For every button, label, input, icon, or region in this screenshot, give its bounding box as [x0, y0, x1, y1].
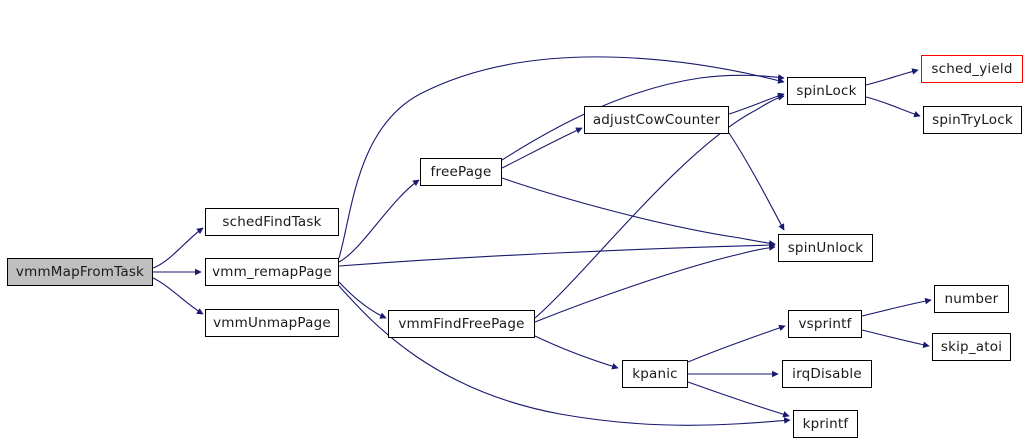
- edge-kpanic-to-kprintf: [687, 381, 790, 418]
- node-label-skip_atoi: skip_atoi: [940, 339, 1003, 355]
- node-vsprintf[interactable]: vsprintf: [788, 310, 862, 338]
- edge-vmmMapFromTask-to-vmmUnmapPage: [152, 277, 204, 315]
- edge-vmm_remapPage-to-spinUnlock: [338, 241, 776, 267]
- node-label-vsprintf: vsprintf: [798, 316, 852, 332]
- edge-kpanic-to-vsprintf: [687, 324, 786, 363]
- edge-freePage-to-adjustCowCounter: [501, 127, 583, 169]
- node-vmmFindFreePage[interactable]: vmmFindFreePage: [388, 310, 535, 338]
- node-adjustCowCounter[interactable]: adjustCowCounter: [584, 106, 729, 134]
- edge-vmmFindFreePage-to-spinUnlock: [534, 244, 776, 323]
- node-spinTryLock[interactable]: spinTryLock: [923, 106, 1022, 134]
- edge-vmm_remapPage-to-kprintf: [338, 285, 791, 426]
- node-label-kpanic: kpanic: [632, 366, 678, 382]
- node-label-schedFindTask: schedFindTask: [222, 214, 322, 230]
- node-skip_atoi[interactable]: skip_atoi: [932, 333, 1011, 361]
- edge-spinLock-to-sched_yield: [865, 68, 919, 86]
- node-vmmUnmapPage[interactable]: vmmUnmapPage: [205, 309, 339, 337]
- edge-vsprintf-to-skip_atoi: [861, 329, 930, 349]
- node-vmm_remapPage[interactable]: vmm_remapPage: [205, 258, 339, 286]
- node-label-irqDisable: irqDisable: [792, 366, 862, 382]
- edge-vmm_remapPage-to-vmmFindFreePage: [338, 281, 387, 319]
- edge-spinLock-to-spinTryLock: [865, 96, 921, 118]
- node-kpanic[interactable]: kpanic: [622, 360, 688, 388]
- node-label-sched_yield: sched_yield: [931, 61, 1013, 77]
- node-label-spinLock: spinLock: [796, 83, 857, 99]
- node-schedFindTask[interactable]: schedFindTask: [205, 208, 339, 236]
- node-kprintf[interactable]: kprintf: [793, 410, 858, 438]
- node-label-freePage: freePage: [430, 164, 492, 180]
- node-label-vmm_remapPage: vmm_remapPage: [212, 264, 332, 280]
- edge-vmmMapFromTask-to-schedFindTask: [152, 227, 204, 269]
- node-label-number: number: [944, 291, 999, 307]
- edge-vmmFindFreePage-to-spinLock: [534, 94, 785, 319]
- node-label-adjustCowCounter: adjustCowCounter: [592, 112, 721, 128]
- edge-freePage-to-spinLock: [501, 74, 785, 161]
- edge-adjustCowCounter-to-spinLock: [728, 92, 785, 115]
- edge-paths: [152, 56, 932, 426]
- node-vmmMapFromTask[interactable]: vmmMapFromTask: [7, 258, 153, 286]
- node-label-vmmUnmapPage: vmmUnmapPage: [213, 315, 331, 331]
- node-sched_yield[interactable]: sched_yield: [921, 55, 1023, 83]
- edge-freePage-to-spinUnlock: [501, 177, 776, 247]
- node-label-vmmFindFreePage: vmmFindFreePage: [398, 316, 525, 332]
- node-label-spinUnlock: spinUnlock: [787, 240, 864, 256]
- node-number[interactable]: number: [934, 285, 1009, 313]
- edge-vmm_remapPage-to-freePage: [338, 179, 420, 263]
- node-label-vmmMapFromTask: vmmMapFromTask: [15, 264, 145, 280]
- node-irqDisable[interactable]: irqDisable: [782, 360, 872, 388]
- node-freePage[interactable]: freePage: [420, 158, 502, 186]
- node-spinUnlock[interactable]: spinUnlock: [778, 234, 873, 262]
- edge-vmm_remapPage-to-spinLock: [338, 56, 785, 259]
- node-label-spinTryLock: spinTryLock: [932, 112, 1013, 128]
- edge-adjustCowCounter-to-spinUnlock: [728, 132, 785, 231]
- edge-vsprintf-to-number: [861, 297, 932, 317]
- edge-vmmFindFreePage-to-kpanic: [534, 335, 619, 370]
- node-label-kprintf: kprintf: [802, 416, 849, 432]
- node-spinLock[interactable]: spinLock: [787, 77, 866, 105]
